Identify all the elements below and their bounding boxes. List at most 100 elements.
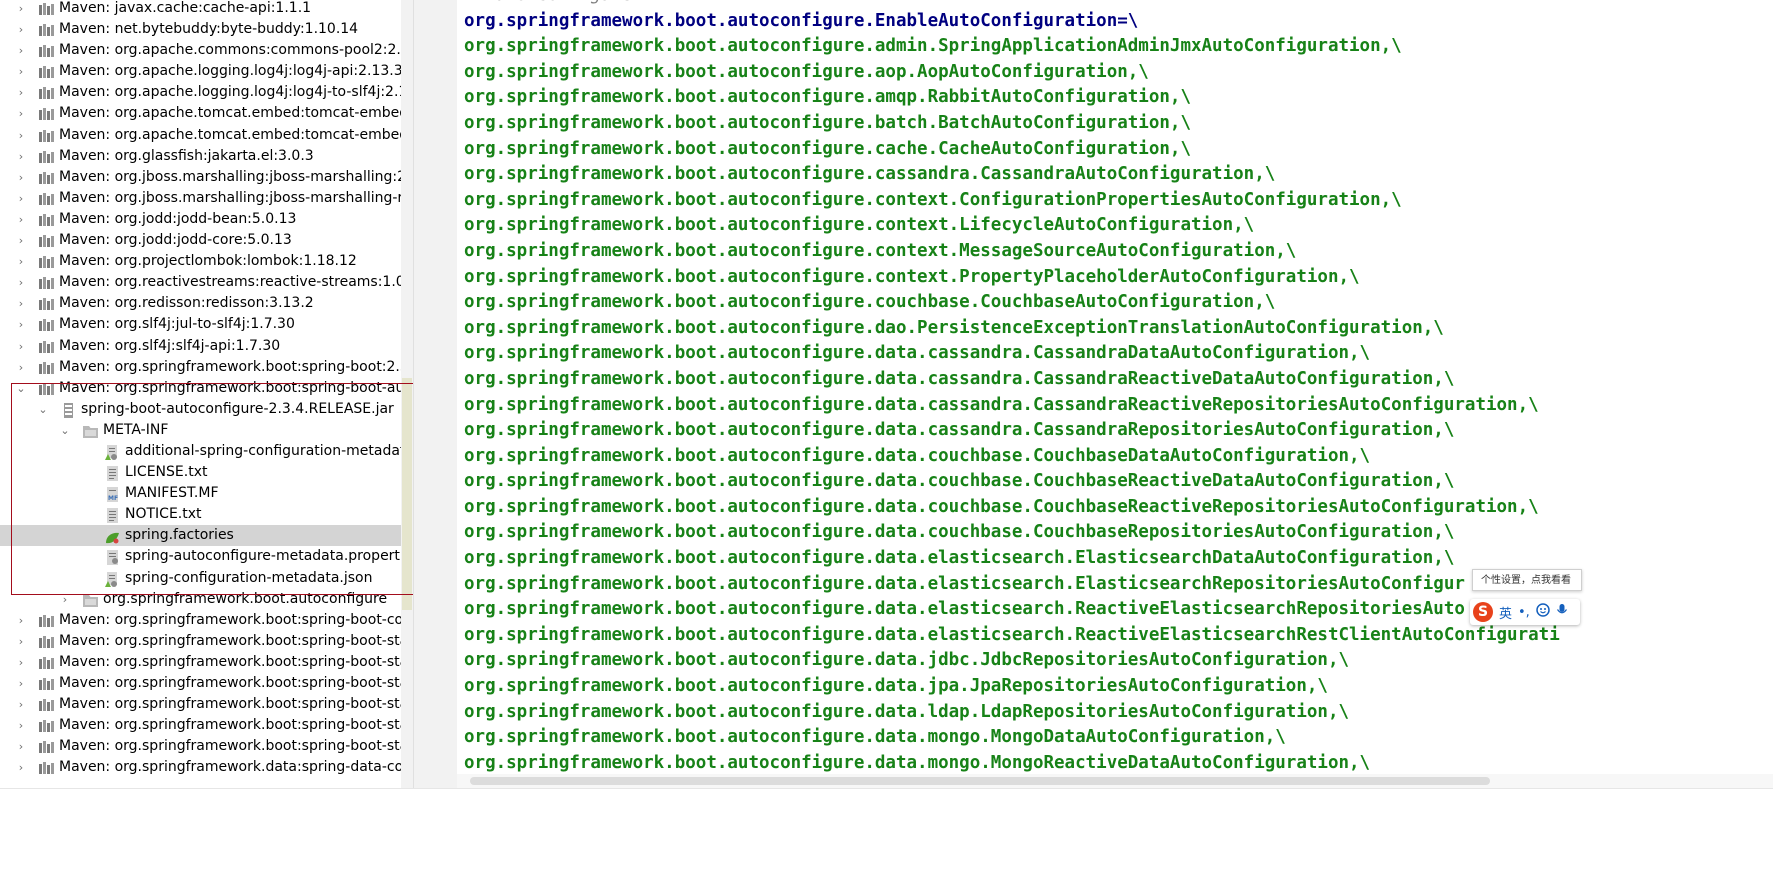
tree-row[interactable]: ›Maven: org.redisson:redisson:3.13.2 [0, 293, 413, 314]
tree-row[interactable]: ›Maven: org.slf4j:slf4j-api:1.7.30 [0, 336, 413, 357]
chevron-right-icon[interactable]: › [62, 592, 68, 606]
chevron-right-icon[interactable]: › [18, 318, 24, 332]
code-line[interactable]: org.springframework.boot.autoconfigure.d… [464, 676, 1328, 697]
code-line[interactable]: org.springframework.boot.autoconfigure.d… [464, 548, 1455, 569]
chevron-down-icon[interactable]: ⌄ [60, 423, 70, 437]
emoji-icon[interactable] [1536, 603, 1550, 621]
chevron-right-icon[interactable]: › [18, 149, 24, 163]
code-line[interactable]: org.springframework.boot.autoconfigure.d… [464, 343, 1371, 364]
tree-row[interactable]: ⌄spring-boot-autoconfigure-2.3.4.RELEASE… [0, 399, 413, 420]
code-line[interactable]: org.springframework.boot.autoconfigure.a… [464, 36, 1402, 57]
chevron-right-icon[interactable]: › [18, 761, 24, 775]
tree-row[interactable]: NOTICE.txt [0, 504, 413, 525]
tree-row[interactable]: LICENSE.txt [0, 462, 413, 483]
tree-row[interactable]: ›Maven: org.springframework.boot:spring-… [0, 357, 413, 378]
tree-row[interactable]: ›org.springframework.boot.autoconfigure [0, 589, 413, 610]
chevron-right-icon[interactable]: › [18, 170, 24, 184]
tree-scrollbar-thumb[interactable] [402, 378, 412, 610]
chevron-right-icon[interactable]: › [18, 65, 24, 79]
editor-horizontal-scrollbar-thumb[interactable] [470, 777, 1490, 785]
ime-punctuation-toggle[interactable]: •, [1518, 604, 1530, 620]
tree-row[interactable]: ›Maven: org.springframework.boot:spring-… [0, 673, 413, 694]
chevron-right-icon[interactable]: › [18, 613, 24, 627]
code-line[interactable]: org.springframework.boot.autoconfigure.b… [464, 112, 1191, 133]
chevron-right-icon[interactable]: › [18, 276, 24, 290]
chevron-right-icon[interactable]: › [18, 23, 24, 37]
chevron-right-icon[interactable]: › [18, 2, 24, 15]
tree-row[interactable]: spring.factories [0, 525, 413, 547]
code-line[interactable]: org.springframework.boot.autoconfigure.c… [464, 266, 1360, 287]
tree-row[interactable]: spring-configuration-metadata.json [0, 568, 413, 589]
tree-row[interactable]: ›Maven: org.apache.tomcat.embed:tomcat-e… [0, 103, 413, 124]
code-line[interactable]: org.springframework.boot.autoconfigure.d… [464, 471, 1455, 492]
tree-row[interactable]: ›Maven: org.apache.logging.log4j:log4j-t… [0, 82, 413, 103]
tree-row[interactable]: ›Maven: org.springframework.data:spring-… [0, 757, 413, 778]
tree-row[interactable]: ⌄META-INF [0, 420, 413, 441]
code-line[interactable]: org.springframework.boot.autoconfigure.d… [464, 727, 1286, 748]
tree-row[interactable]: spring-autoconfigure-metadata.properties [0, 546, 413, 567]
tree-row[interactable]: ›Maven: org.springframework.boot:spring-… [0, 736, 413, 757]
code-line[interactable]: org.springframework.boot.autoconfigure.d… [464, 420, 1455, 441]
code-editor[interactable]: # Auto Configureorg.springframework.boot… [457, 0, 1773, 890]
tree-row[interactable]: ›Maven: org.jboss.marshalling:jboss-mars… [0, 188, 413, 209]
code-line[interactable]: org.springframework.boot.autoconfigure.a… [464, 61, 1149, 82]
code-line[interactable]: org.springframework.boot.autoconfigure.d… [464, 496, 1539, 517]
chevron-right-icon[interactable]: › [18, 191, 24, 205]
tree-row[interactable]: ›Maven: org.apache.logging.log4j:log4j-a… [0, 61, 413, 82]
code-line[interactable]: org.springframework.boot.autoconfigure.E… [464, 10, 1139, 31]
tree-row[interactable]: ›Maven: org.glassfish:jakarta.el:3.0.3 [0, 146, 413, 167]
code-line[interactable]: org.springframework.boot.autoconfigure.c… [464, 292, 1276, 313]
tree-row[interactable]: ›Maven: org.projectlombok:lombok:1.18.12 [0, 251, 413, 272]
chevron-right-icon[interactable]: › [18, 234, 24, 248]
chevron-right-icon[interactable]: › [18, 339, 24, 353]
code-line[interactable]: org.springframework.boot.autoconfigure.d… [464, 573, 1465, 594]
chevron-down-icon[interactable]: ⌄ [38, 402, 48, 416]
chevron-right-icon[interactable]: › [18, 86, 24, 100]
tree-row[interactable]: ›Maven: org.reactivestreams:reactive-str… [0, 272, 413, 293]
code-line[interactable]: org.springframework.boot.autoconfigure.c… [464, 240, 1297, 261]
chevron-right-icon[interactable]: › [18, 360, 24, 374]
code-comment-line[interactable]: # Auto Configure [464, 0, 1560, 9]
tree-row[interactable]: ›Maven: org.apache.tomcat.embed:tomcat-e… [0, 125, 413, 146]
code-line[interactable]: org.springframework.boot.autoconfigure.d… [464, 701, 1350, 722]
tree-row[interactable]: ›Maven: javax.cache:cache-api:1.1.1 [0, 0, 413, 19]
code-line[interactable]: org.springframework.boot.autoconfigure.d… [464, 599, 1465, 620]
chevron-right-icon[interactable]: › [18, 107, 24, 121]
tree-row[interactable]: additional-spring-configuration-metadata… [0, 441, 413, 462]
tree-row[interactable]: ›Maven: org.slf4j:jul-to-slf4j:1.7.30 [0, 314, 413, 335]
chevron-right-icon[interactable]: › [18, 297, 24, 311]
chevron-right-icon[interactable]: › [18, 212, 24, 226]
chevron-right-icon[interactable]: › [18, 698, 24, 712]
code-line[interactable]: org.springframework.boot.autoconfigure.d… [464, 317, 1444, 338]
code-line[interactable]: org.springframework.boot.autoconfigure.c… [464, 164, 1276, 185]
code-line[interactable]: org.springframework.boot.autoconfigure.d… [464, 445, 1371, 466]
code-line[interactable]: org.springframework.boot.autoconfigure.a… [464, 87, 1191, 108]
tree-row[interactable]: ›Maven: net.bytebuddy:byte-buddy:1.10.14 [0, 19, 413, 40]
code-line[interactable]: org.springframework.boot.autoconfigure.d… [464, 752, 1371, 773]
ime-toolbar[interactable]: S 英 •, [1470, 599, 1580, 625]
ime-logo-icon[interactable]: S [1473, 602, 1493, 622]
tree-row[interactable]: ›Maven: org.springframework.boot:spring-… [0, 652, 413, 673]
chevron-right-icon[interactable]: › [18, 719, 24, 733]
tree-row[interactable]: ⌄Maven: org.springframework.boot:spring-… [0, 378, 413, 399]
microphone-icon[interactable] [1556, 603, 1568, 621]
tree-row[interactable]: ›Maven: org.jodd:jodd-bean:5.0.13 [0, 209, 413, 230]
code-line[interactable]: org.springframework.boot.autoconfigure.c… [464, 189, 1402, 210]
tree-row[interactable]: ›Maven: org.apache.commons:commons-pool2… [0, 40, 413, 61]
tree-row[interactable]: ›Maven: org.jboss.marshalling:jboss-mars… [0, 167, 413, 188]
code-line[interactable]: org.springframework.boot.autoconfigure.d… [464, 624, 1560, 645]
code-line[interactable]: org.springframework.boot.autoconfigure.d… [464, 368, 1455, 389]
chevron-right-icon[interactable]: › [18, 677, 24, 690]
code-line[interactable]: org.springframework.boot.autoconfigure.d… [464, 650, 1350, 671]
tree-row[interactable]: ›Maven: org.jodd:jodd-core:5.0.13 [0, 230, 413, 251]
chevron-right-icon[interactable]: › [18, 655, 24, 669]
chevron-right-icon[interactable]: › [18, 740, 24, 754]
code-line[interactable]: org.springframework.boot.autoconfigure.c… [464, 138, 1191, 159]
ime-mode-toggle[interactable]: 英 [1499, 606, 1513, 622]
tree-row[interactable]: ›Maven: org.springframework.boot:spring-… [0, 631, 413, 652]
tree-row[interactable]: ›Maven: org.springframework.boot:spring-… [0, 694, 413, 715]
tree-row[interactable]: ›Maven: org.springframework.boot:spring-… [0, 715, 413, 736]
chevron-right-icon[interactable]: › [18, 634, 24, 648]
code-line[interactable]: org.springframework.boot.autoconfigure.c… [464, 215, 1255, 236]
code-line[interactable]: org.springframework.boot.autoconfigure.d… [464, 394, 1539, 415]
